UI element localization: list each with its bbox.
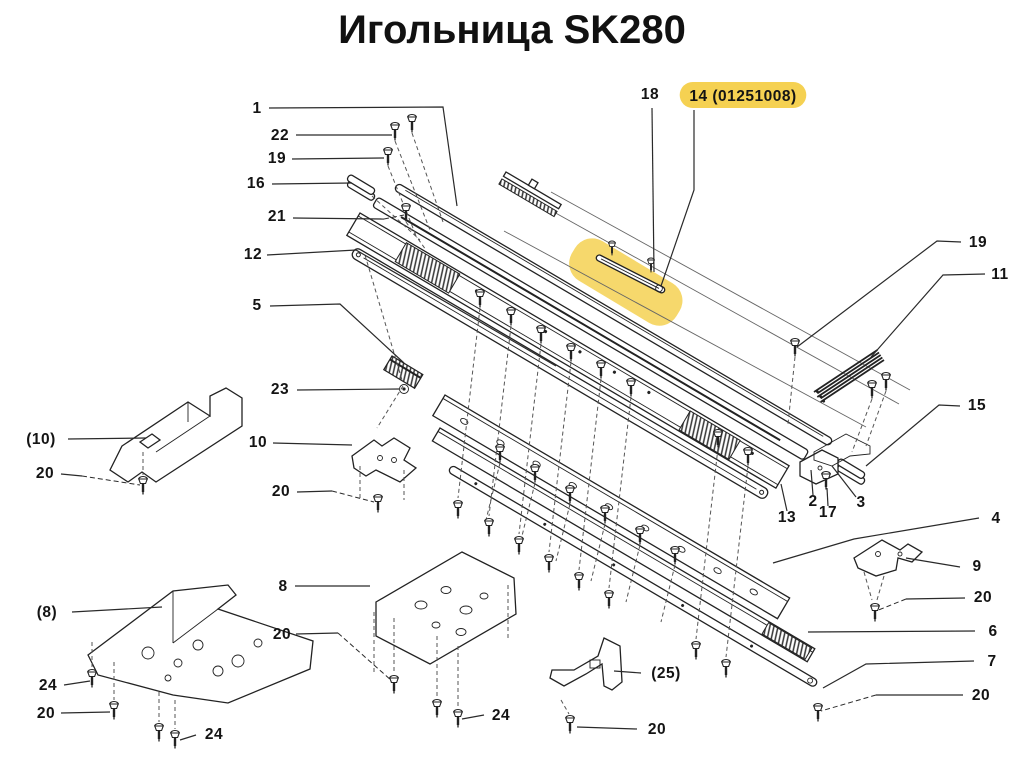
leader-line bbox=[268, 106, 458, 207]
callout-3: 3 bbox=[856, 494, 865, 511]
callout-10: 10 bbox=[249, 434, 267, 451]
leader-line bbox=[60, 711, 111, 714]
leader-line bbox=[905, 557, 961, 568]
leader-line bbox=[810, 469, 814, 496]
callout-6: 6 bbox=[988, 623, 997, 640]
rail-second bbox=[372, 197, 809, 460]
leader-line bbox=[291, 157, 385, 160]
leader-line bbox=[831, 465, 857, 498]
leader-line-dashed bbox=[81, 475, 141, 486]
leader-line bbox=[269, 303, 405, 364]
leader-line-dashed bbox=[331, 490, 375, 503]
callout-22: 22 bbox=[271, 127, 289, 144]
bracket-10-large bbox=[109, 387, 243, 483]
callout-20: 20 bbox=[36, 465, 54, 482]
highlight-label-box bbox=[679, 82, 807, 108]
callout-8: (8) bbox=[37, 604, 57, 621]
callout-8: 8 bbox=[278, 578, 287, 595]
leader-line bbox=[461, 714, 485, 720]
callout-20: 20 bbox=[648, 721, 666, 738]
leader-line bbox=[865, 404, 961, 467]
block-15 bbox=[836, 458, 866, 485]
callout-17: 17 bbox=[819, 504, 837, 521]
leader-line bbox=[822, 660, 975, 689]
callout-23: 23 bbox=[271, 381, 289, 398]
plate-8-large bbox=[87, 584, 314, 704]
callout-1401251008: 14 (01251008) bbox=[689, 88, 796, 105]
leader-line bbox=[271, 182, 353, 185]
leader-line bbox=[272, 442, 353, 446]
callout-20: 20 bbox=[273, 626, 291, 643]
callout-10: (10) bbox=[26, 431, 56, 448]
leader-line bbox=[296, 490, 333, 493]
leader-line-dashed bbox=[337, 632, 393, 682]
needle-rail bbox=[498, 171, 563, 218]
leader-line-dashed bbox=[875, 598, 907, 612]
callout-9: 9 bbox=[972, 558, 981, 575]
needle-bundle bbox=[813, 349, 885, 403]
callout-12: 12 bbox=[244, 246, 262, 263]
leader-line bbox=[870, 273, 986, 358]
callout-21: 21 bbox=[268, 208, 286, 225]
plate-6 bbox=[431, 427, 816, 663]
callout-20: 20 bbox=[272, 483, 290, 500]
leader-line bbox=[67, 437, 147, 440]
callout-18: 18 bbox=[641, 86, 659, 103]
leader-line bbox=[905, 597, 966, 600]
leader-line bbox=[179, 734, 197, 741]
comb-5 bbox=[382, 355, 424, 390]
dashed-projection-lines bbox=[91, 132, 887, 729]
plate-4 bbox=[431, 394, 791, 620]
plate-3 bbox=[813, 433, 871, 467]
leader-line bbox=[780, 483, 788, 512]
leader-line-dashed bbox=[383, 214, 405, 220]
callout-2: 2 bbox=[808, 493, 817, 510]
leader-line bbox=[292, 217, 385, 220]
nut-23 bbox=[399, 384, 409, 394]
leader-line-dashed bbox=[820, 694, 877, 712]
leader-line bbox=[63, 680, 91, 686]
leader-line bbox=[807, 630, 976, 633]
leader-line bbox=[60, 473, 83, 477]
callout-20: 20 bbox=[974, 589, 992, 606]
callout-19: 19 bbox=[268, 150, 286, 167]
callout-20: 20 bbox=[37, 705, 55, 722]
leader-line bbox=[772, 517, 980, 564]
callout-16: 16 bbox=[247, 175, 265, 192]
link-14 bbox=[595, 254, 666, 294]
leader-line bbox=[71, 606, 163, 613]
callout-layer: 122191621125231020(10)20(8)24202482024(2… bbox=[26, 82, 1008, 743]
bracket-9 bbox=[853, 539, 924, 577]
leader-line bbox=[651, 107, 655, 273]
page-title: Игольница SK280 bbox=[338, 8, 686, 52]
callout-1: 1 bbox=[252, 100, 261, 117]
callout-24: 24 bbox=[492, 707, 510, 724]
leader-line bbox=[796, 240, 962, 348]
callout-20: 20 bbox=[972, 687, 990, 704]
callout-24: 24 bbox=[205, 726, 223, 743]
bracket-10-small bbox=[351, 437, 418, 483]
callout-24: 24 bbox=[39, 677, 57, 694]
callout-11: 11 bbox=[991, 266, 1008, 283]
leader-line bbox=[576, 726, 638, 730]
leader-line bbox=[660, 110, 695, 287]
leader-line bbox=[296, 388, 400, 391]
projection-rays bbox=[503, 191, 911, 428]
callout-15: 15 bbox=[968, 397, 986, 414]
leader-line bbox=[266, 249, 557, 367]
leader-line bbox=[826, 487, 829, 507]
callout-13: 13 bbox=[778, 509, 796, 526]
leader-line bbox=[295, 632, 339, 635]
plate-8-small bbox=[375, 551, 517, 665]
callout-19: 19 bbox=[969, 234, 987, 251]
callout-5: 5 bbox=[252, 297, 261, 314]
rail-12 bbox=[351, 248, 769, 499]
callout-7: 7 bbox=[987, 653, 996, 670]
block-16 bbox=[346, 174, 376, 201]
bracket-25 bbox=[549, 637, 623, 691]
callout-25: (25) bbox=[651, 665, 681, 682]
callout-4: 4 bbox=[991, 510, 1000, 527]
leader-line bbox=[613, 670, 642, 674]
